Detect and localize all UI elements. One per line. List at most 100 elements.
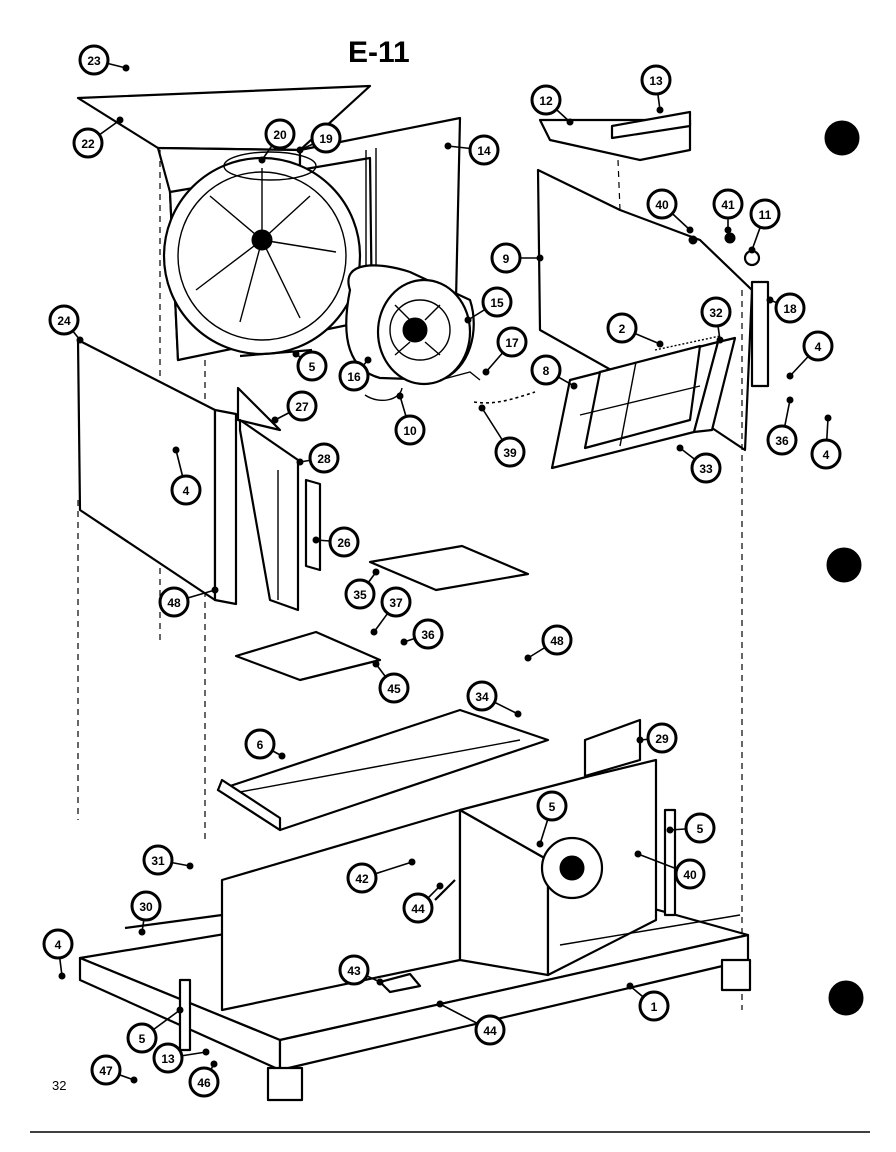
callout-label: 30 xyxy=(139,900,153,914)
callout-22: 22 xyxy=(72,116,124,159)
callout-label: 45 xyxy=(387,682,401,696)
callout-24: 24 xyxy=(48,304,84,344)
callout-23: 23 xyxy=(78,44,130,76)
cover-35 xyxy=(368,544,530,592)
callout-label: 13 xyxy=(161,1052,175,1066)
callout-label: 43 xyxy=(347,964,361,978)
callout-5: 5 xyxy=(666,812,716,844)
callout-label: 19 xyxy=(319,132,333,146)
callout-label: 41 xyxy=(721,198,735,212)
callout-label: 13 xyxy=(649,74,663,88)
callout-label: 11 xyxy=(759,208,772,222)
callout-label: 4 xyxy=(815,340,822,354)
callout-2: 2 xyxy=(606,312,664,348)
binder-hole-middle xyxy=(826,547,862,583)
callout-label: 22 xyxy=(81,137,95,151)
callout-8: 8 xyxy=(530,354,578,390)
callout-10: 10 xyxy=(394,392,426,446)
callout-label: 12 xyxy=(539,94,553,108)
callout-5: 5 xyxy=(126,1006,184,1054)
callout-6: 6 xyxy=(244,728,286,760)
callout-5: 5 xyxy=(536,790,568,848)
callout-label: 44 xyxy=(411,902,425,916)
callout-31: 31 xyxy=(142,844,194,876)
callout-label: 17 xyxy=(505,336,519,350)
callout-48: 48 xyxy=(524,624,573,662)
callout-label: 34 xyxy=(475,690,489,704)
base-chassis xyxy=(78,718,752,1102)
callout-13: 13 xyxy=(640,64,672,114)
callout-label: 6 xyxy=(257,738,264,752)
callout-label: 44 xyxy=(483,1024,497,1038)
callout-44: 44 xyxy=(436,1000,506,1046)
page-number: 32 xyxy=(52,1078,66,1093)
callout-label: 46 xyxy=(197,1076,211,1090)
callout-label: 2 xyxy=(619,322,626,336)
callout-label: 26 xyxy=(337,536,351,550)
callout-34: 34 xyxy=(466,680,522,718)
callout-11: 11 xyxy=(748,198,781,254)
callout-30: 30 xyxy=(130,890,162,936)
callout-16: 16 xyxy=(338,356,372,392)
callout-label: 28 xyxy=(317,452,331,466)
left-side-panel xyxy=(76,338,322,820)
drain-pan xyxy=(216,708,550,832)
callout-label: 36 xyxy=(421,628,435,642)
callout-18: 18 xyxy=(766,292,806,324)
callout-40: 40 xyxy=(634,850,706,890)
callout-4: 4 xyxy=(810,414,842,470)
callout-label: 32 xyxy=(709,306,723,320)
callout-17: 17 xyxy=(482,326,528,376)
callout-label: 20 xyxy=(273,128,287,142)
callout-label: 5 xyxy=(697,822,704,836)
callout-label: 37 xyxy=(389,596,403,610)
callout-label: 36 xyxy=(775,434,789,448)
callout-9: 9 xyxy=(490,242,544,274)
callout-label: 14 xyxy=(477,144,491,158)
callout-4: 4 xyxy=(42,928,74,980)
callout-26: 26 xyxy=(312,526,360,558)
blower-motor xyxy=(345,264,536,404)
callout-19: 19 xyxy=(296,122,342,154)
callout-label: 48 xyxy=(550,634,564,648)
callout-label: 40 xyxy=(655,198,669,212)
binder-hole-bottom xyxy=(828,980,864,1016)
callout-36: 36 xyxy=(400,618,444,650)
callout-44: 44 xyxy=(402,882,444,924)
callout-label: 48 xyxy=(167,596,181,610)
callout-label: 5 xyxy=(139,1032,146,1046)
callout-label: 1 xyxy=(651,1000,658,1014)
callout-41: 41 xyxy=(712,188,744,234)
callout-label: 8 xyxy=(543,364,550,378)
callout-45: 45 xyxy=(372,660,410,704)
callout-label: 23 xyxy=(87,54,101,68)
callout-39: 39 xyxy=(478,404,526,468)
callout-label: 10 xyxy=(403,424,417,438)
callout-label: 4 xyxy=(183,484,190,498)
callout-label: 5 xyxy=(309,360,316,374)
callout-label: 18 xyxy=(783,302,797,316)
callout-36: 36 xyxy=(766,396,798,456)
callout-46: 46 xyxy=(188,1060,220,1098)
callout-20: 20 xyxy=(258,118,296,164)
callout-label: 5 xyxy=(549,800,556,814)
callout-label: 27 xyxy=(295,400,309,414)
callout-label: 29 xyxy=(655,732,669,746)
callout-15: 15 xyxy=(464,286,513,324)
callout-4: 4 xyxy=(786,330,834,380)
callout-29: 29 xyxy=(636,722,678,754)
callout-42: 42 xyxy=(346,858,416,894)
callout-27: 27 xyxy=(271,390,318,424)
diagram-title: E-11 xyxy=(348,36,410,69)
callout-label: 9 xyxy=(503,252,510,266)
callout-4: 4 xyxy=(170,446,202,506)
callout-label: 35 xyxy=(353,588,367,602)
callout-32: 32 xyxy=(700,296,732,344)
callout-label: 15 xyxy=(490,296,504,310)
callout-label: 39 xyxy=(503,446,517,460)
callout-label: 42 xyxy=(355,872,369,886)
callout-43: 43 xyxy=(338,954,384,986)
air-filter xyxy=(550,335,737,470)
